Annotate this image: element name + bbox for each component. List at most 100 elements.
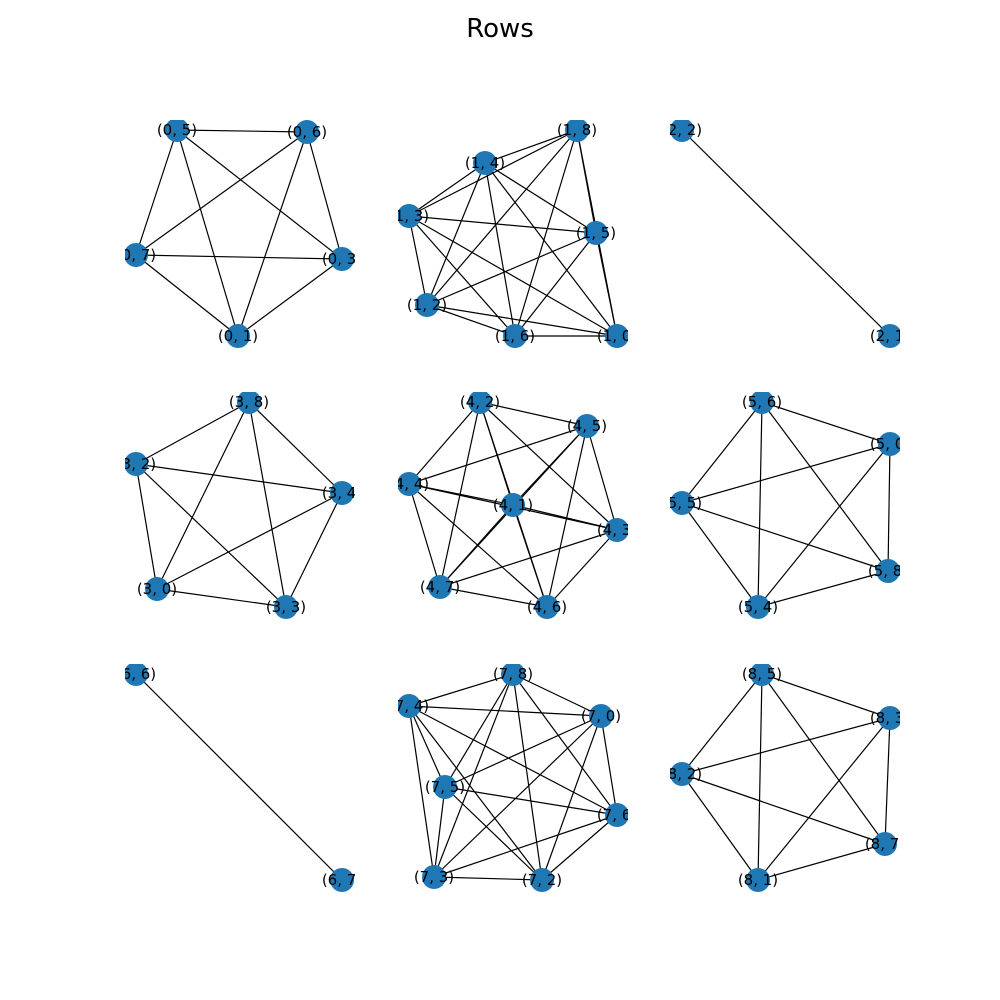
graph-row-2: (2, 2)(2, 1): [662, 120, 900, 348]
edge: [237, 258, 343, 337]
edge: [484, 162, 597, 234]
edge: [757, 673, 763, 881]
edge: [135, 254, 239, 337]
edge: [681, 502, 889, 572]
edge: [439, 529, 618, 588]
node-label: (5, 8): [868, 562, 908, 580]
edge: [135, 463, 158, 590]
edge: [156, 401, 250, 590]
node-label: (8, 1): [738, 871, 778, 889]
graph-row-3: (3, 8)(3, 2)(3, 4)(3, 0)(3, 3): [116, 392, 362, 619]
graph-node: [125, 664, 148, 686]
node-label: (7, 3): [414, 868, 454, 886]
node-label: (1, 4): [465, 154, 505, 172]
graph-node: [473, 151, 497, 175]
graph-row-7: (7, 8)(7, 4)(7, 0)(7, 5)(7, 6)(7, 3)(7, …: [389, 664, 637, 892]
graph-node: [330, 481, 354, 505]
graph-node: [876, 559, 900, 583]
node-label: (6, 7): [322, 871, 362, 889]
node-label: (1, 2): [407, 296, 447, 314]
edge: [176, 129, 343, 260]
graph-row-8: (8, 5)(8, 3)(8, 2)(8, 7)(8, 1): [670, 664, 910, 892]
node-label: (8, 5): [742, 665, 782, 683]
edge: [248, 401, 343, 494]
graph-row-5: (5, 6)(5, 0)(5, 5)(5, 8)(5, 4): [670, 392, 908, 619]
node-label: (3, 3): [266, 598, 306, 616]
edge: [156, 588, 287, 608]
edge: [761, 673, 891, 719]
edge: [600, 715, 618, 816]
edge: [408, 483, 548, 608]
edge: [426, 232, 597, 306]
graph-node: [274, 595, 298, 619]
edge: [541, 814, 618, 881]
edge: [408, 705, 543, 881]
node-label: (4, 1): [493, 496, 533, 514]
edge: [681, 129, 891, 337]
edge: [757, 443, 891, 608]
edge: [761, 673, 886, 845]
edge: [681, 773, 886, 845]
graph-node: [165, 120, 189, 142]
graph-node: [501, 493, 525, 517]
graph-node: [750, 664, 774, 686]
node-label: (3, 8): [229, 393, 269, 411]
node-label: (5, 4): [738, 598, 778, 616]
edge: [135, 401, 250, 465]
graph-node: [670, 491, 694, 515]
graph-node: [565, 120, 589, 142]
edge: [757, 401, 763, 608]
graph-node: [535, 595, 559, 619]
node-label: (2, 2): [662, 121, 702, 139]
edge: [408, 673, 514, 707]
edge: [408, 705, 618, 816]
graph-node: [433, 775, 457, 799]
node-label: (1, 5): [576, 224, 616, 242]
node-label: (7, 6): [597, 806, 637, 824]
edge: [433, 715, 602, 878]
edge: [761, 401, 891, 445]
node-label: (1, 0): [597, 327, 637, 345]
edge: [426, 129, 578, 306]
edge: [586, 425, 618, 531]
edge: [681, 401, 763, 504]
edge: [408, 215, 428, 306]
graph-node: [501, 664, 525, 686]
node-label: (7, 4): [389, 697, 429, 715]
graph-node: [750, 392, 774, 414]
graph-node: [589, 704, 613, 728]
node-label: (5, 6): [742, 393, 782, 411]
graph-node: [605, 803, 628, 827]
node-label: (4, 5): [567, 417, 607, 435]
node-label: (1, 3): [389, 207, 429, 225]
edge: [408, 425, 588, 485]
edge: [546, 529, 618, 608]
edge: [285, 492, 343, 608]
edge: [757, 717, 891, 881]
node-label: (3, 4): [322, 484, 362, 502]
node-label: (8, 3): [870, 709, 910, 727]
graph-node: [584, 221, 608, 245]
graph-node: [878, 432, 900, 456]
graph-node: [878, 706, 900, 730]
graph-row-4: (4, 2)(4, 5)(4, 4)(4, 1)(4, 3)(4, 7)(4, …: [389, 392, 637, 619]
graph-node: [398, 694, 421, 718]
graph-node: [503, 324, 527, 348]
node-label: (0, 3): [322, 250, 362, 268]
edge: [757, 570, 889, 608]
node-label: (4, 4): [389, 475, 429, 493]
edge: [408, 705, 446, 788]
edge: [512, 504, 618, 531]
graph-node: [873, 832, 897, 856]
node-label: (4, 3): [597, 521, 637, 539]
edge: [426, 162, 486, 306]
node-label: (3, 2): [116, 455, 156, 473]
graph-node: [125, 243, 148, 267]
edge: [135, 254, 343, 260]
graph-row-0: (0, 5)(0, 6)(0, 7)(0, 3)(0, 1): [125, 120, 362, 348]
edge: [514, 232, 597, 337]
graph-node: [415, 293, 439, 317]
edge: [248, 401, 287, 608]
graph-node: [330, 247, 354, 271]
edge: [444, 786, 618, 816]
